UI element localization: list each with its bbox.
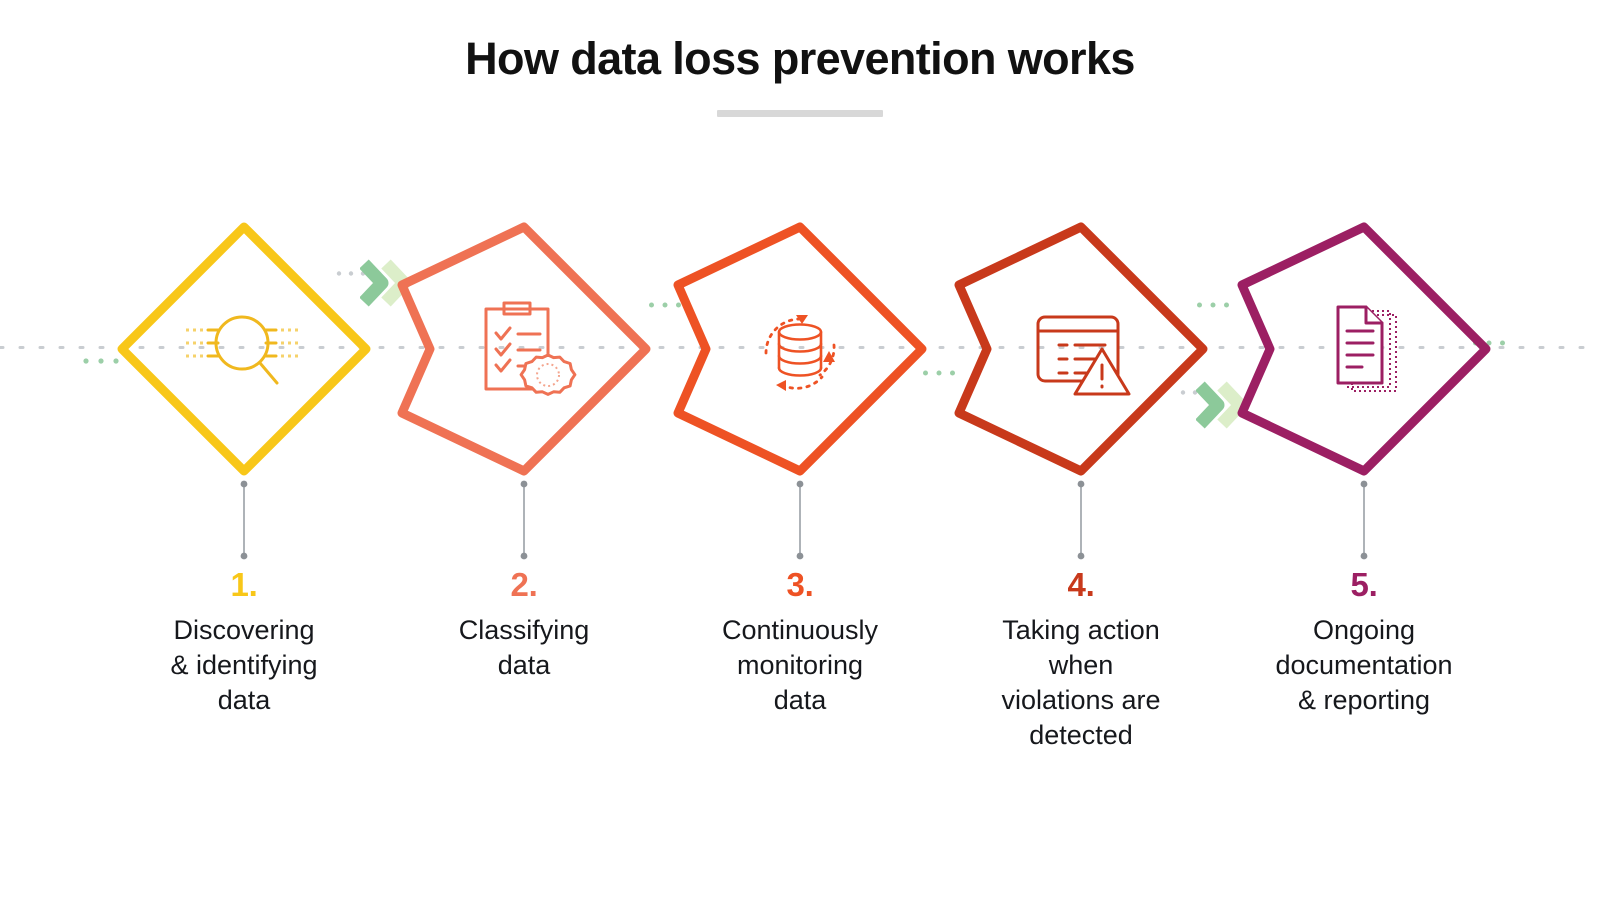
magnifier-data-icon [186, 315, 301, 385]
diamond-outline-5 [1237, 222, 1491, 476]
window-alert-icon [1036, 315, 1131, 396]
clipboard-checklist-badge-icon [484, 301, 577, 396]
flow-node-5[interactable] [1228, 213, 1500, 485]
double-chevron-right-icon [1196, 381, 1247, 429]
diamond-outline-2 [397, 222, 651, 476]
caption-label: Taking action when violations are detect… [1001, 614, 1161, 751]
flow-node-3[interactable] [664, 213, 936, 485]
title-underline-rule [717, 109, 883, 117]
dot-triplet-icon [649, 302, 681, 308]
diamond-outline-1 [117, 222, 371, 476]
node-connector-1 [240, 480, 248, 560]
page-title: How data loss prevention works [465, 33, 1135, 84]
node-connector-4 [1077, 480, 1085, 560]
caption-label: Discovering & identifying data [170, 614, 318, 716]
flow-node-4[interactable] [945, 213, 1217, 485]
flow-node-2[interactable] [388, 213, 660, 485]
node-connector-5 [1360, 480, 1368, 560]
node-connector-2 [520, 480, 528, 560]
diamond-outline-3 [673, 222, 927, 476]
header: How data loss prevention works [0, 34, 1600, 117]
flow-caption-4: 4. Taking action when violations are det… [941, 566, 1221, 753]
document-stack-icon [1336, 305, 1397, 392]
baseline-dashed-track [0, 346, 1600, 349]
caption-number: 1. [230, 566, 258, 603]
dot-triplet-icon [83, 358, 119, 364]
caption-number: 5. [1350, 566, 1378, 603]
database-refresh-icon [764, 315, 836, 391]
caption-number: 4. [1067, 566, 1095, 603]
caption-label: Continuously monitoring data [721, 614, 879, 716]
flow-caption-1: 1. Discovering & identifying data [104, 566, 384, 718]
dot-triplet-icon [923, 370, 955, 376]
flow-node-1[interactable] [108, 213, 380, 485]
caption-number: 3. [786, 566, 814, 603]
flow-caption-3: 3. Continuously monitoring data [660, 566, 940, 718]
node-connector-3 [796, 480, 804, 560]
caption-number: 2. [510, 566, 538, 603]
diamond-outline-4 [954, 222, 1208, 476]
dot-triplet-icon [1197, 302, 1229, 308]
flow-caption-2: 2. Classifying data [384, 566, 664, 683]
flow-caption-5: 5. Ongoing documentation & reporting [1224, 566, 1504, 718]
caption-label: Classifying data [458, 614, 590, 681]
caption-label: Ongoing documentation & reporting [1275, 614, 1453, 716]
